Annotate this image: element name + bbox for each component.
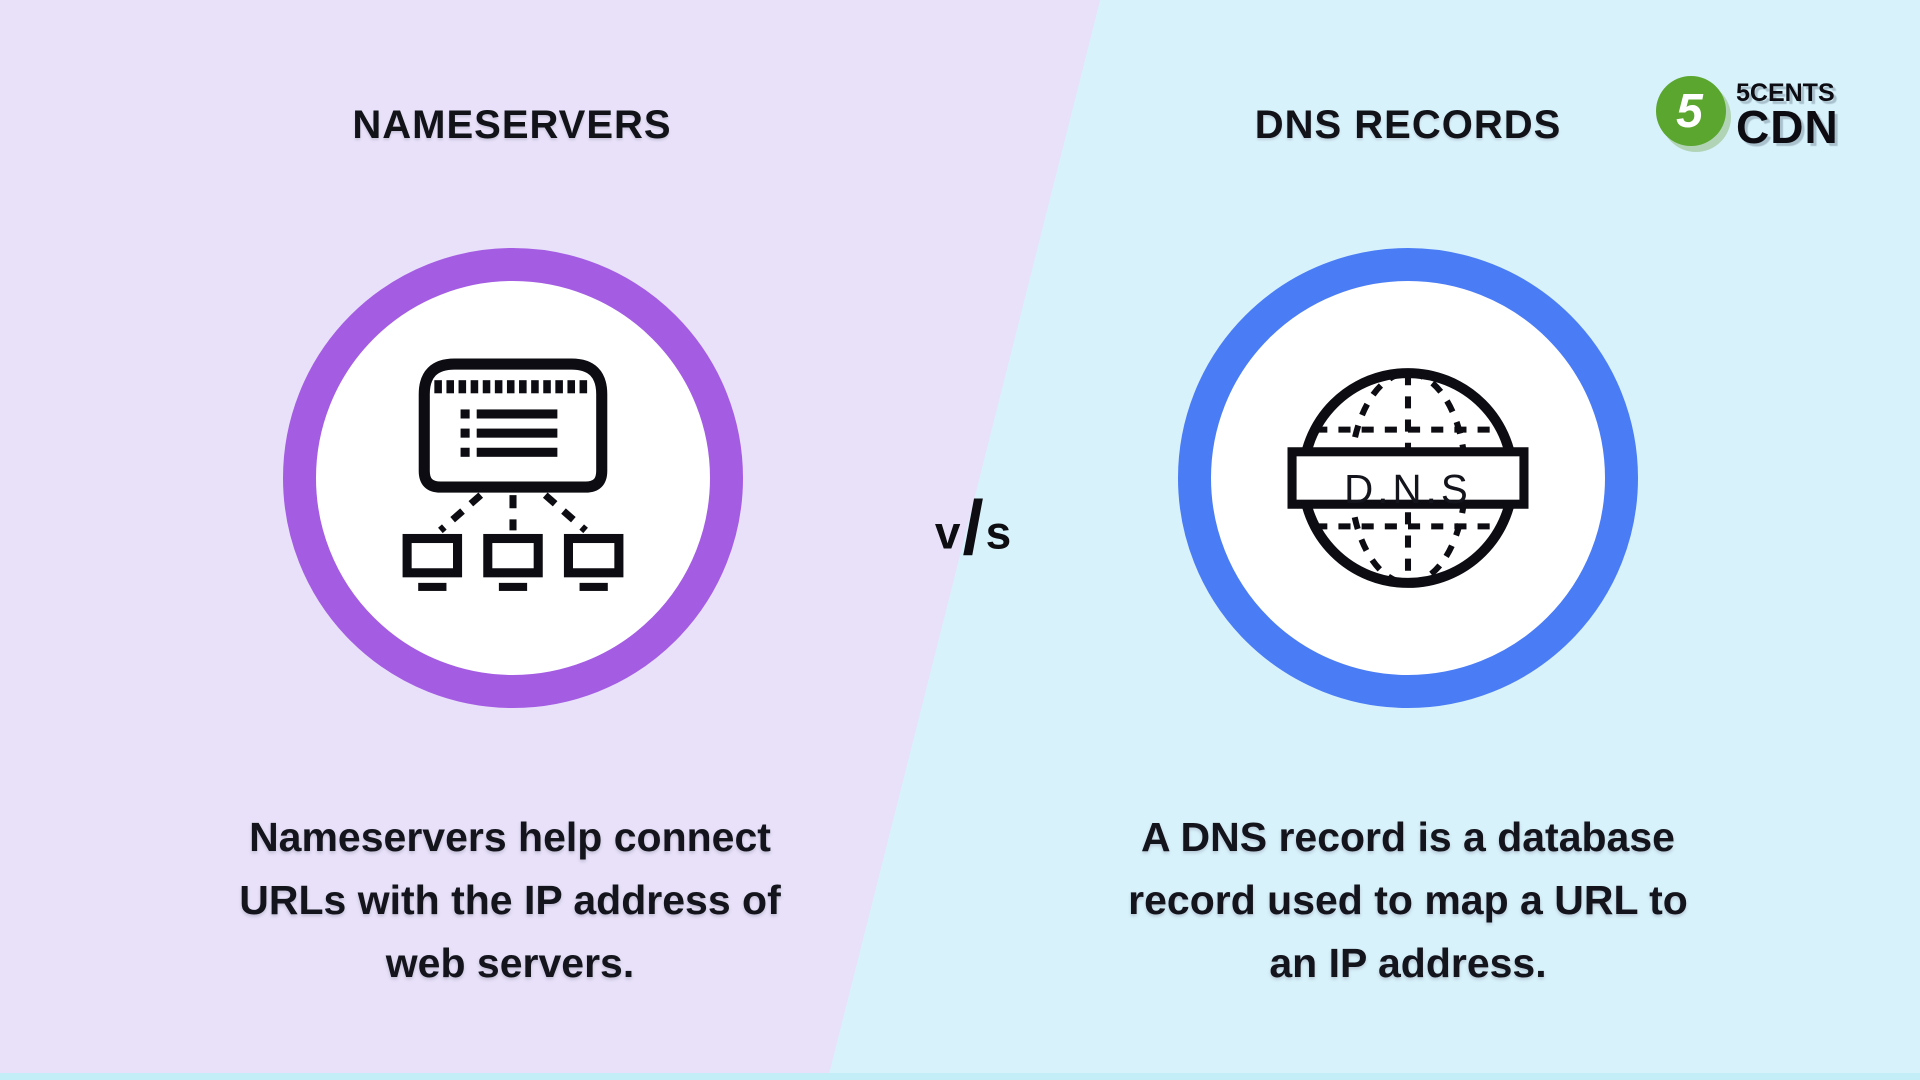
versus-v: v [934,506,961,559]
connection-lines [438,492,588,534]
description-line: an IP address. [1269,940,1547,986]
nameserver-icon [402,358,624,591]
logo-5-number: 5 [1676,84,1703,138]
description-line: web servers. [385,940,635,986]
dns-banner-label: D.N.S [1344,466,1472,512]
server-list-lines [460,409,558,457]
dns-description: A DNS record is a database record used t… [1128,806,1688,995]
versus-s: s [985,506,1012,559]
versus-label: v/s [934,490,1012,566]
dns-banner [1287,447,1529,509]
dns-circle-badge: D.N.S [1178,248,1638,708]
logo-cdn-text: CDN [1736,101,1839,153]
logo-5-circle: 5 [1656,76,1726,146]
nameservers-title: NAMESERVERS [352,103,672,147]
description-line: A DNS record is a database [1141,814,1675,860]
versus-slash: / [962,485,984,571]
logo-wordmark: 5CENTS CDN [1736,76,1839,153]
client-monitors [402,533,624,591]
nameservers-description: Nameservers help connect URLs with the I… [239,806,780,995]
bottom-accent-strip [0,1073,1920,1080]
server-vent-dots [434,380,588,394]
dns-records-title: DNS RECORDS [1254,103,1562,147]
server-box [418,358,608,493]
description-line: URLs with the IP address of [239,877,781,923]
description-line: record used to map a URL to [1128,877,1688,923]
description-line: Nameservers help connect [249,814,771,860]
logo-5cents-text: 5CENTS [1736,79,1835,107]
dns-globe-icon: D.N.S [1287,368,1529,588]
brand-logo: 5 5CENTS CDN [1656,76,1839,153]
nameservers-circle-badge [283,248,743,708]
